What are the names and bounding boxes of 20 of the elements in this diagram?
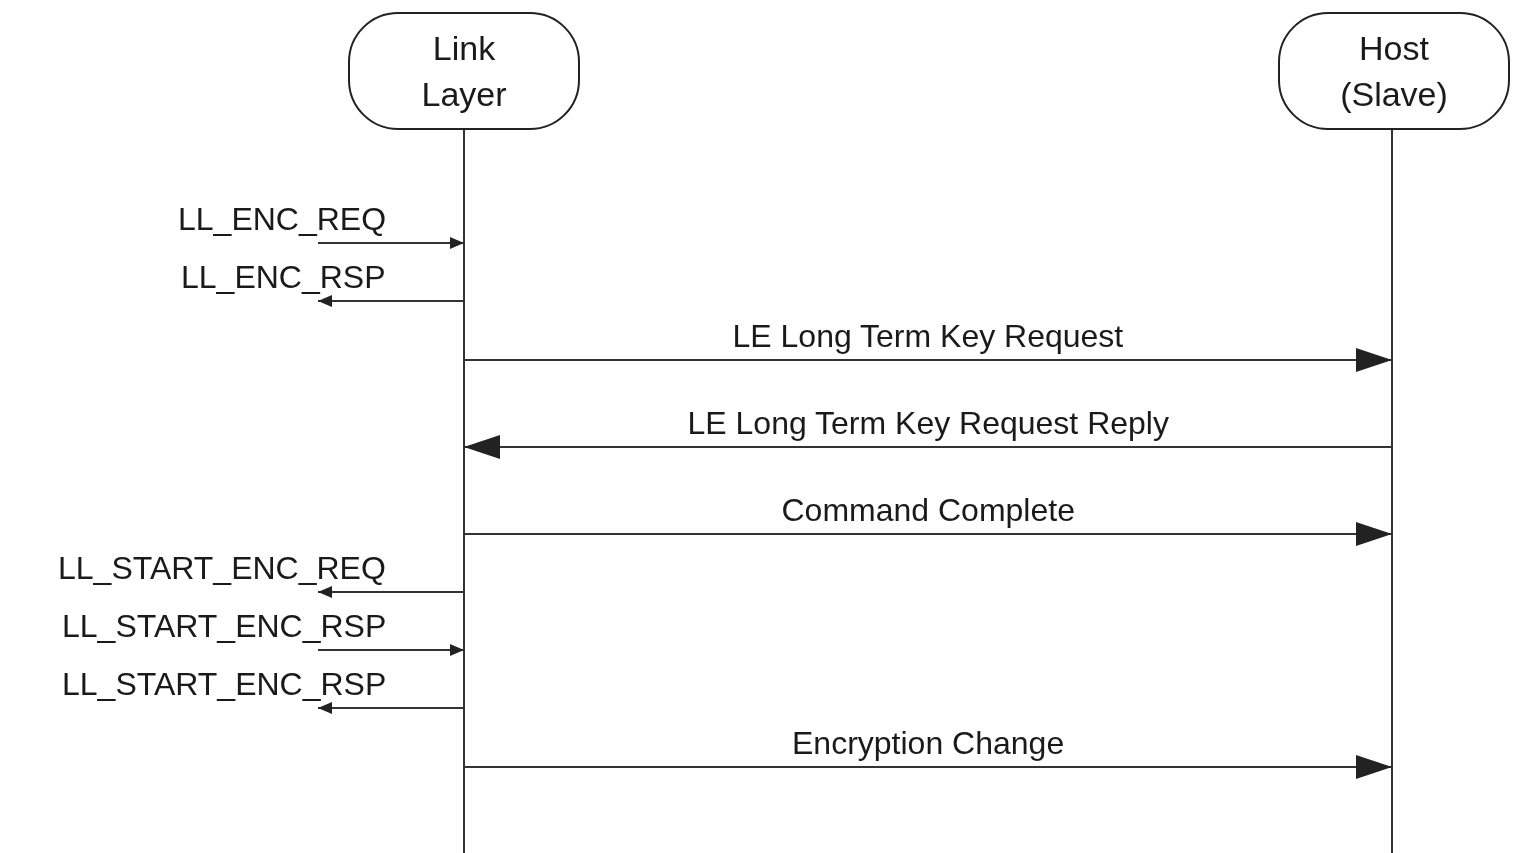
message-label: Encryption Change	[792, 725, 1065, 761]
arrow	[317, 295, 465, 307]
message-label: LE Long Term Key Request Reply	[687, 405, 1169, 441]
participant-box: Host (Slave)	[1278, 12, 1510, 130]
arrow	[463, 522, 1393, 546]
arrow	[317, 702, 465, 714]
message-label: LE Long Term Key Request	[732, 318, 1124, 354]
arrow	[463, 435, 1393, 459]
arrow	[317, 586, 465, 598]
message-label: LL_ENC_RSP	[181, 259, 386, 295]
arrow	[317, 644, 465, 656]
message-label: LL_ENC_REQ	[178, 201, 387, 237]
message-label: Command Complete	[781, 492, 1075, 528]
participant-box: Link Layer	[348, 12, 580, 130]
message-label: LL_START_ENC_REQ	[58, 550, 386, 586]
message-label: LL_START_ENC_RSP	[62, 608, 387, 644]
arrow	[463, 348, 1393, 372]
arrow	[463, 755, 1393, 779]
arrow	[317, 237, 465, 249]
message-label: LL_START_ENC_RSP	[62, 666, 387, 702]
